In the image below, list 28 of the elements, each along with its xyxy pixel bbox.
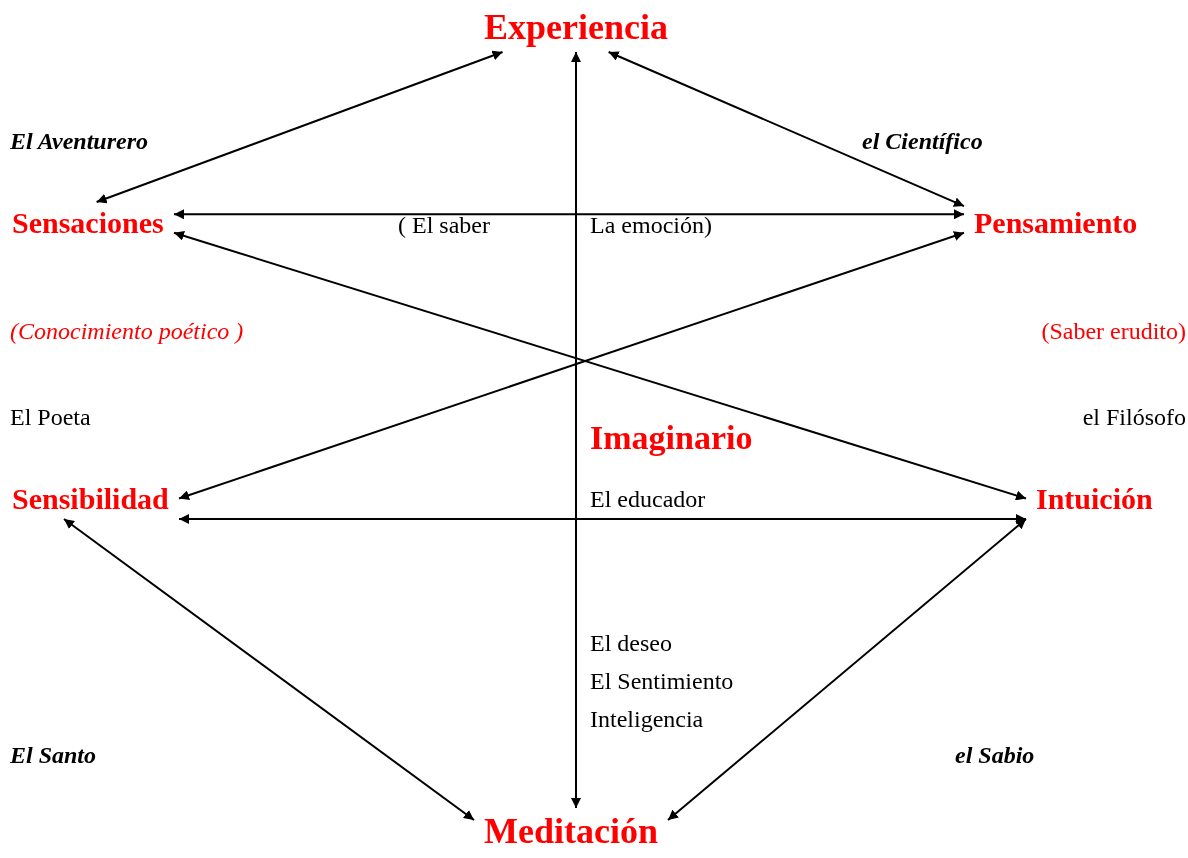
double-arrow bbox=[173, 209, 965, 220]
double-arrow bbox=[62, 518, 475, 821]
annotation-text: Inteligencia bbox=[590, 706, 704, 734]
concept-label: Meditación bbox=[484, 811, 658, 851]
annotation-text: Imaginario bbox=[590, 418, 753, 458]
concept-label: Sensibilidad bbox=[12, 482, 169, 515]
role-label: el Sabio bbox=[955, 742, 1035, 770]
concept-label: Intuición bbox=[1036, 482, 1153, 515]
concept-label: Sensaciones bbox=[12, 206, 164, 239]
double-arrow bbox=[178, 514, 1027, 524]
role-label: El Aventurero bbox=[10, 128, 148, 156]
annotation-text: el Filósofo bbox=[1082, 404, 1186, 432]
role-label: El Santo bbox=[10, 742, 97, 770]
annotation-text: (Conocimiento poético ) bbox=[10, 318, 244, 346]
annotation-text: (Saber erudito) bbox=[1041, 318, 1186, 346]
double-arrow bbox=[571, 51, 581, 809]
concept-label: Experiencia bbox=[484, 7, 668, 47]
double-arrow bbox=[607, 51, 965, 208]
annotation-text: El Poeta bbox=[10, 404, 91, 432]
annotation-text: El educador bbox=[590, 486, 706, 514]
double-arrow bbox=[95, 50, 504, 204]
annotation-text: La emoción) bbox=[590, 212, 712, 240]
annotation-text: El Sentimiento bbox=[590, 668, 734, 696]
role-label: el Científico bbox=[862, 128, 983, 156]
annotation-text: El deseo bbox=[590, 630, 672, 658]
annotation-text: ( El saber bbox=[398, 212, 490, 240]
double-arrow bbox=[667, 518, 1027, 821]
concept-label: Pensamiento bbox=[974, 206, 1138, 239]
